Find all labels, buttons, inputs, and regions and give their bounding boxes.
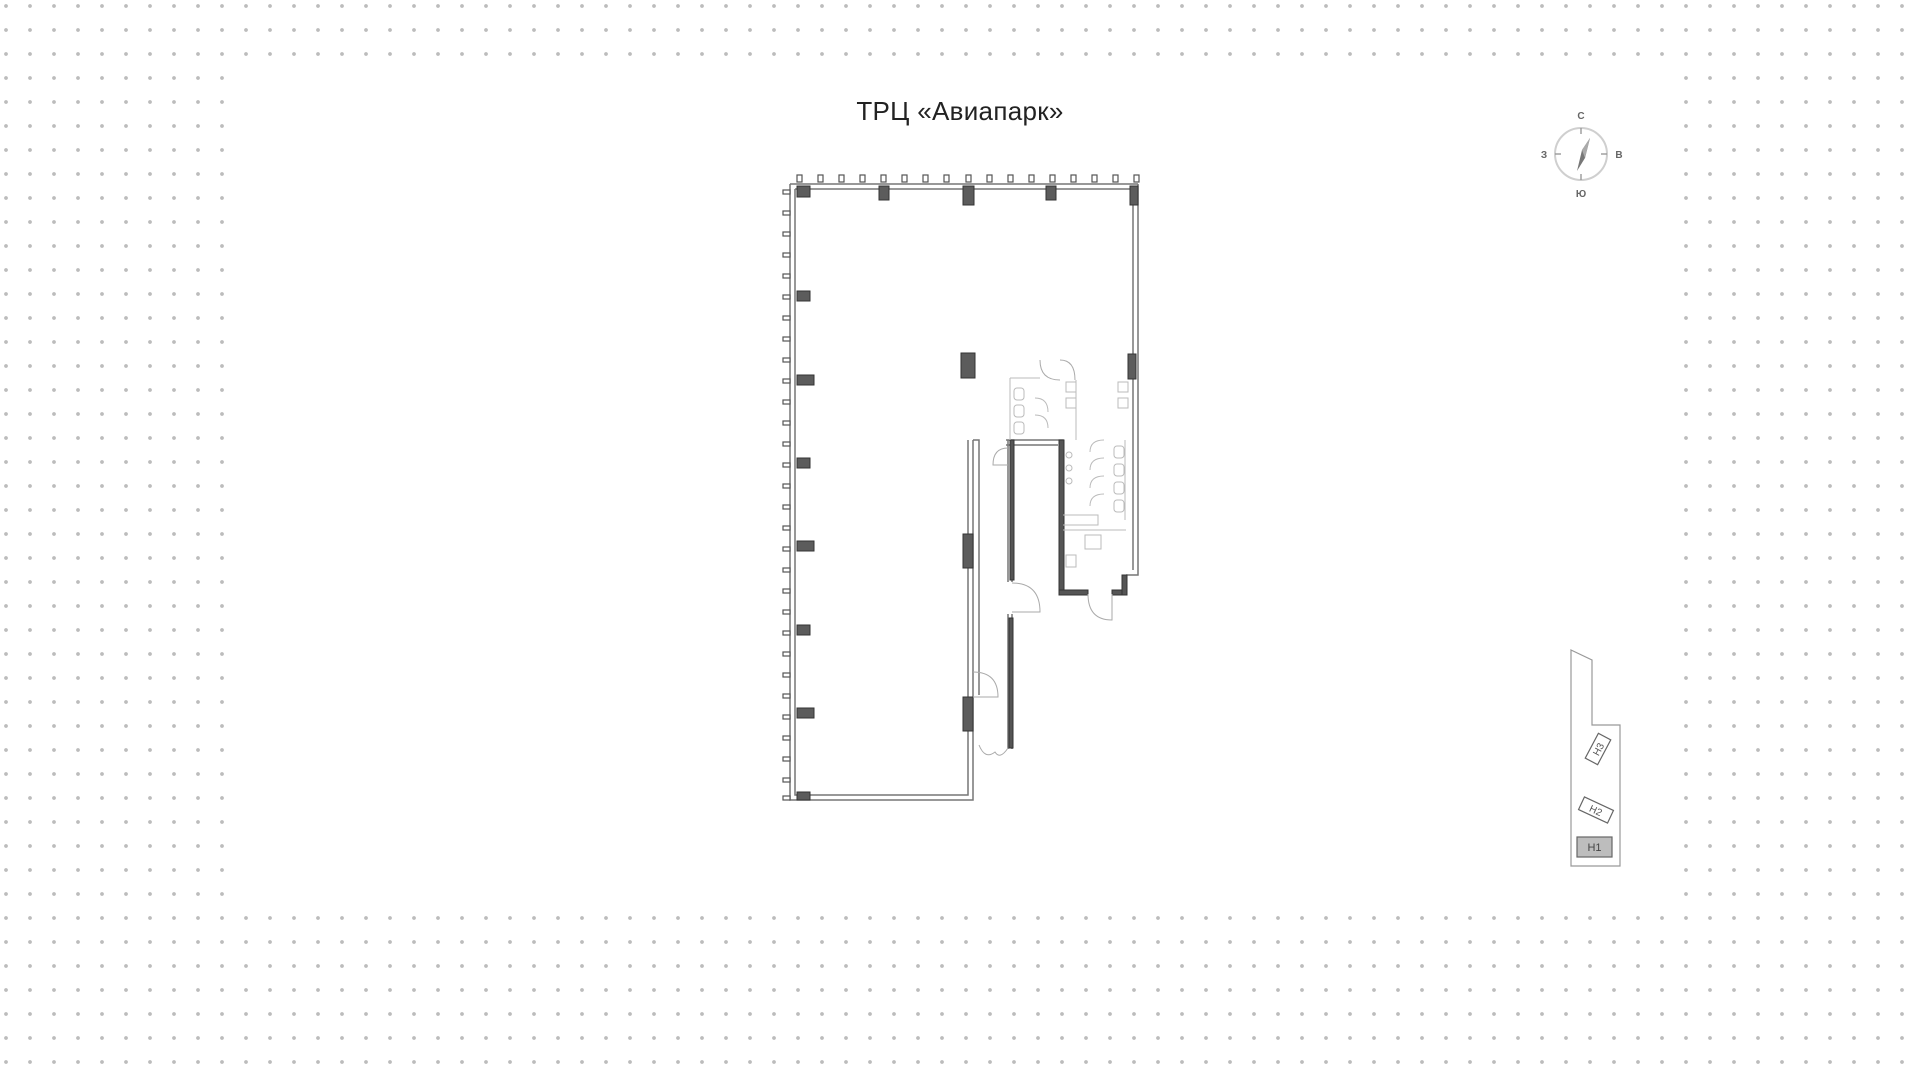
dot-pattern-left: [0, 72, 240, 912]
dot-pattern-right: [1680, 72, 1920, 912]
compass-south-label: Ю: [1576, 189, 1586, 200]
section-h2[interactable]: Н2: [1577, 796, 1615, 824]
svg-text:Н1: Н1: [1587, 842, 1601, 854]
dot-pattern-bottom: [0, 912, 1920, 1078]
section-h3[interactable]: Н3: [1584, 732, 1612, 766]
section-minimap: Н3 Н2 Н1: [1570, 649, 1621, 867]
compass-north-label: С: [1577, 111, 1584, 122]
compass-west-label: З: [1541, 150, 1547, 161]
compass-east-label: В: [1615, 150, 1622, 161]
section-h1-selected[interactable]: Н1: [1576, 836, 1613, 858]
compass-icon: С В Ю З: [1541, 111, 1623, 200]
dot-pattern-top: [0, 0, 1920, 72]
svg-text:Н2: Н2: [1587, 804, 1604, 820]
svg-text:Н3: Н3: [1591, 741, 1607, 758]
building-title: ТРЦ «Авиапарк»: [856, 96, 1064, 126]
